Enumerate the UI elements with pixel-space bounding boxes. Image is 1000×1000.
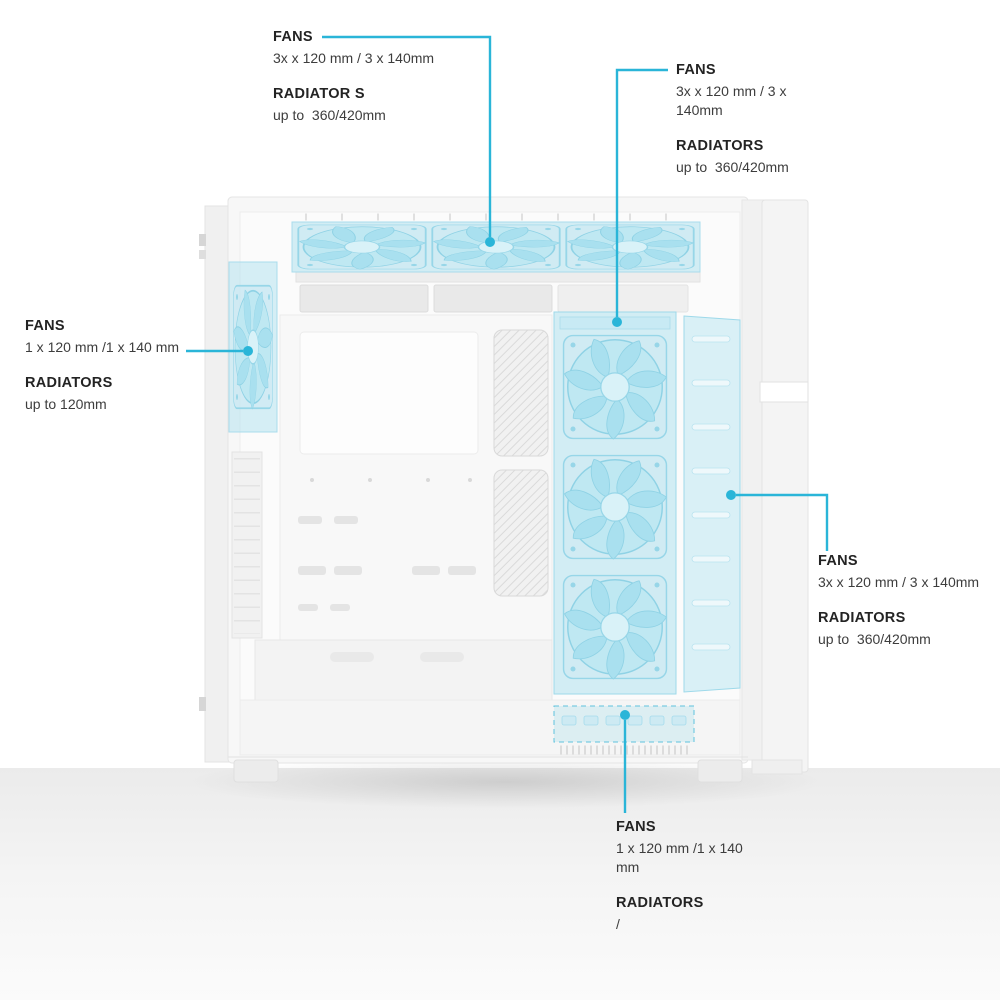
radiators-value: up to 120mm xyxy=(25,396,107,412)
radiators-label: RADIATORS xyxy=(676,138,764,154)
leader-line-right xyxy=(736,493,829,551)
fans-value: 3x x 120 mm / 3 x 140mm xyxy=(818,574,980,590)
front-fan-zone xyxy=(228,261,278,433)
fans-value: 3x x 120 mm / 3 x 140mm xyxy=(273,50,435,66)
radiators-label: RADIATORS xyxy=(818,610,906,626)
radiators-label: RADIATOR S xyxy=(273,86,365,102)
radiators-label: RADIATORS xyxy=(616,895,704,911)
leader-line-top xyxy=(322,35,492,237)
tray-cutout xyxy=(299,331,479,455)
radiators-value: up to 360/420mm xyxy=(676,159,789,175)
leader-dot-bottom xyxy=(620,710,630,720)
cable-grommet-top xyxy=(493,329,549,457)
leader-dot-top xyxy=(485,237,495,247)
leader-line-upper-middle xyxy=(615,68,668,317)
fans-value: 1 x 120 mm /1 x 140 mm xyxy=(616,840,747,875)
callout-top: FANS 3x x 120 mm / 3 x 140mm RADIATOR S … xyxy=(273,28,473,125)
fans-value: 3x x 120 mm / 3 x 140mm xyxy=(676,83,791,118)
cable-grommet-bottom xyxy=(493,469,549,597)
fans-label: FANS xyxy=(676,62,716,78)
top-fan-zone xyxy=(291,221,701,273)
callout-bottom: FANS 1 x 120 mm /1 x 140 mm RADIATORS / xyxy=(616,818,758,934)
leader-dot-right xyxy=(726,490,736,500)
fans-label: FANS xyxy=(818,553,858,569)
side-fan-zone xyxy=(683,315,741,693)
case-shadow xyxy=(187,755,823,809)
middle-fan-zone xyxy=(553,311,677,695)
callout-right: FANS 3x x 120 mm / 3 x 140mm RADIATORS u… xyxy=(818,552,998,649)
callout-upper-middle: FANS 3x x 120 mm / 3 x 140mm RADIATORS u… xyxy=(676,61,808,177)
callout-left: FANS 1 x 120 mm /1 x 140 mm RADIATORS up… xyxy=(25,317,215,414)
leader-dot-left xyxy=(243,346,253,356)
fans-value: 1 x 120 mm /1 x 140 mm xyxy=(25,339,180,355)
fans-label: FANS xyxy=(273,29,313,45)
side-panel-notch xyxy=(759,381,809,403)
radiators-label: RADIATORS xyxy=(25,375,113,391)
fans-label: FANS xyxy=(616,819,656,835)
radiators-value: / xyxy=(616,916,620,932)
radiators-value: up to 360/420mm xyxy=(818,631,931,647)
fans-label: FANS xyxy=(25,318,65,334)
leader-dot-upper-middle xyxy=(612,317,622,327)
radiators-value: up to 360/420mm xyxy=(273,107,386,123)
